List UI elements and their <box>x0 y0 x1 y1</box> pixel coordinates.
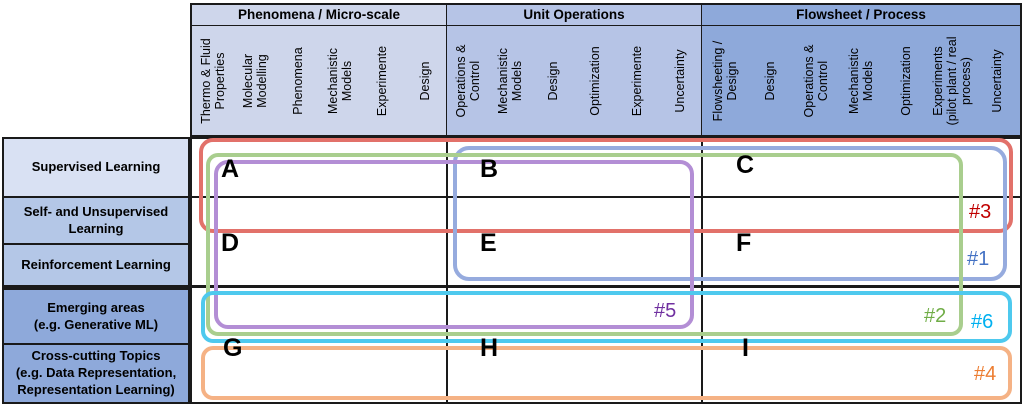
column-label-design-2: Design <box>545 61 560 100</box>
column-labels-flowsheet: Flowsheeting / Design Design Operations … <box>702 26 1020 135</box>
cell-letter-b: B <box>480 155 499 183</box>
cell-letter-h: H <box>480 334 499 362</box>
cell-letter-a: A <box>221 155 240 183</box>
column-label-mechanistic-models-2: Mechanistic Models <box>496 47 525 114</box>
cluster-box-1 <box>453 146 1007 281</box>
cluster-box-6 <box>201 291 1012 343</box>
column-label-operations-control-1: Operations & Control <box>454 44 483 117</box>
column-label-uncertainty-1: Uncertainty <box>672 48 687 113</box>
column-label-mechanistic-models-1: Mechanistic Models <box>326 47 355 114</box>
column-label-thermo-fluid-properties: Thermo & Fluid Properties <box>199 37 228 124</box>
cluster-label-6: #6 <box>971 311 994 333</box>
cluster-box-5 <box>214 160 694 329</box>
cell-letter-g: G <box>223 334 243 362</box>
column-label-optimization-1: Optimization <box>588 45 603 116</box>
grid-divider-vertical-2 <box>701 137 703 404</box>
column-labels-unit-operations: Operations & Control Mechanistic Models … <box>447 26 701 135</box>
row-label-self-unsupervised-learning: Self- and Unsupervised Learning <box>2 198 190 245</box>
column-labels-phenomena: Thermo & Fluid Properties Molecular Mode… <box>192 26 446 135</box>
cluster-box-3 <box>199 138 1013 233</box>
column-group-phenomena-micro-scale: Phenomena / Micro-scale Thermo & Fluid P… <box>190 3 448 137</box>
cluster-label-5: #5 <box>654 300 677 322</box>
column-label-experiments-pilot-plant: Experiments (pilot plant / real process) <box>930 36 973 125</box>
column-group-title: Unit Operations <box>447 5 701 26</box>
cluster-box-4 <box>201 346 1012 400</box>
row-label-reinforcement-learning: Reinforcement Learning <box>2 245 190 287</box>
column-label-design-1: Design <box>417 61 432 100</box>
grid-divider-vertical-1 <box>446 137 448 404</box>
column-label-flowsheeting-design: Flowsheeting / Design <box>710 40 739 121</box>
column-group-unit-operations: Unit Operations Operations & Control Mec… <box>446 3 703 137</box>
cell-letter-f: F <box>736 229 752 257</box>
cell-letter-d: D <box>221 229 240 257</box>
column-label-phenomena: Phenomena <box>290 46 305 115</box>
cluster-label-3: #3 <box>969 201 992 223</box>
column-label-design-3: Design <box>763 61 778 100</box>
row-label-supervised-learning: Supervised Learning <box>2 137 190 198</box>
matrix-grid <box>190 137 1022 404</box>
column-label-experimente-2: Experimente <box>630 45 645 116</box>
column-label-molecular-modelling: Molecular Modelling <box>241 53 270 108</box>
column-label-operations-control-2: Operations & Control <box>801 44 830 117</box>
column-label-mechanistic-models-3: Mechanistic Models <box>846 47 875 114</box>
cluster-label-1: #1 <box>967 248 990 270</box>
row-label-emerging-areas: Emerging areas (e.g. Generative ML) <box>2 287 190 345</box>
column-label-uncertainty-2: Uncertainty <box>990 48 1005 113</box>
column-group-title: Phenomena / Micro-scale <box>192 5 446 26</box>
cluster-label-2: #2 <box>924 305 947 327</box>
grid-divider-horizontal-2 <box>190 285 1022 288</box>
cell-letter-e: E <box>480 229 497 257</box>
cell-letter-i: I <box>742 334 749 362</box>
grid-divider-horizontal-1 <box>190 196 1022 198</box>
column-label-optimization-2: Optimization <box>899 45 914 116</box>
column-label-experimente-1: Experimente <box>375 45 390 116</box>
column-group-flowsheet-process: Flowsheet / Process Flowsheeting / Desig… <box>701 3 1022 137</box>
cluster-label-4: #4 <box>974 363 997 385</box>
column-group-title: Flowsheet / Process <box>702 5 1020 26</box>
cell-letter-c: C <box>736 151 755 179</box>
cluster-box-2 <box>206 153 963 336</box>
row-label-cross-cutting-topics: Cross-cutting Topics (e.g. Data Represen… <box>2 345 190 404</box>
